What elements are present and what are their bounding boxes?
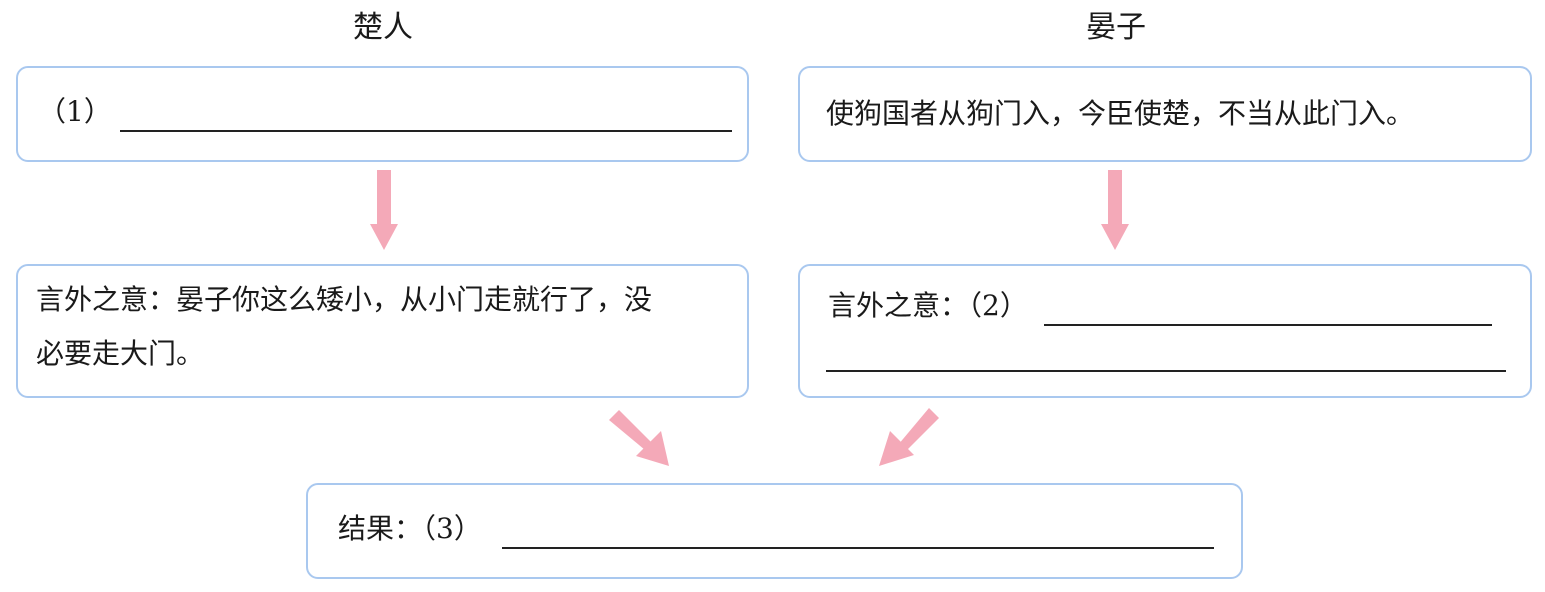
arrow-down-right-icon xyxy=(1101,170,1129,250)
blank-1-label: （1） xyxy=(38,95,112,128)
arrow-diagonal-right-icon xyxy=(879,408,939,466)
box-chu-implication: 言外之意：晏子你这么矮小，从小门走就行了，没 必要走大门。 xyxy=(16,264,749,398)
box-result: 结果：（3） xyxy=(306,483,1243,579)
answer-blank-3[interactable] xyxy=(501,515,1214,549)
box-yanzi-statement: 使狗国者从狗门入，今臣使楚，不当从此门入。 xyxy=(798,66,1532,162)
arrow-down-left-icon xyxy=(370,170,398,250)
yanzi-statement-text: 使狗国者从狗门入，今臣使楚，不当从此门入。 xyxy=(826,97,1415,130)
chu-implication-line2: 必要走大门。 xyxy=(36,337,205,370)
arrow-diagonal-left-icon xyxy=(609,410,669,466)
answer-blank-2b[interactable] xyxy=(826,338,1506,372)
blank-2-label: 言外之意：（2） xyxy=(828,289,1028,322)
box-yanzi-implication: 言外之意：（2） xyxy=(798,264,1532,398)
box-chu-statement: （1） xyxy=(16,66,749,162)
heading-yanzi: 晏子 xyxy=(1086,10,1146,45)
answer-blank-2a[interactable] xyxy=(1043,292,1492,326)
blank-3-label: 结果：（3） xyxy=(338,512,482,545)
chu-implication-line1: 言外之意：晏子你这么矮小，从小门走就行了，没 xyxy=(36,283,653,316)
answer-blank-1[interactable] xyxy=(119,98,732,132)
heading-chu-people: 楚人 xyxy=(353,10,413,45)
